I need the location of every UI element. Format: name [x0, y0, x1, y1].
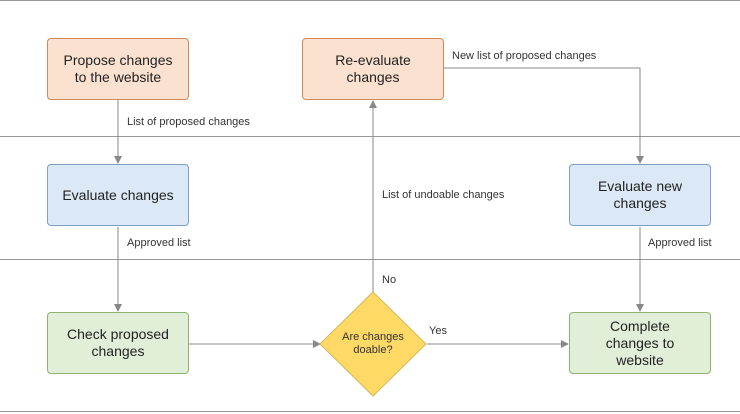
check-proposed-changes-node: Check proposed changes	[47, 312, 189, 374]
edge-label-no: No	[382, 274, 397, 286]
complete-changes-node: Complete changes to website	[569, 312, 711, 374]
decision-diamond	[319, 291, 427, 397]
evaluate-new-changes-node: Evaluate new changes	[569, 164, 711, 226]
decision-label: Are changes doable?	[342, 331, 404, 356]
edge-label-yes: Yes	[429, 325, 447, 337]
edge-label-new-proposed-list: New list of proposed changes	[452, 50, 597, 62]
edge-label-proposed-list: List of proposed changes	[127, 116, 250, 128]
edge-label-undoable-list: List of undoable changes	[382, 189, 505, 201]
edge-label-approved-right: Approved list	[648, 237, 712, 249]
propose-changes-node: Propose changes to the website	[47, 38, 189, 100]
edge-reevaluate-to-evaluate-new	[444, 67, 644, 164]
reevaluate-changes-node: Re-evaluate changes	[302, 38, 444, 100]
edge-label-approved-left: Approved list	[127, 237, 191, 249]
evaluate-changes-node: Evaluate changes	[47, 164, 189, 226]
